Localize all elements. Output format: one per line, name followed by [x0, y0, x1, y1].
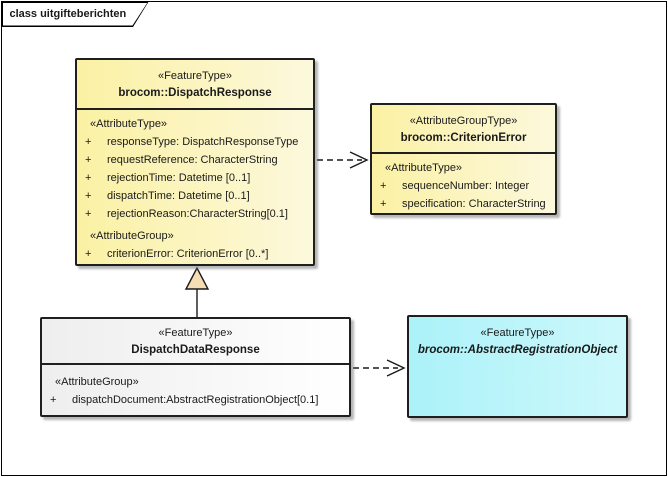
attribute-row: + requestReference: CharacterString: [77, 151, 313, 169]
diagram-title-tab-inner: class uitgifteberichten: [3, 3, 148, 26]
attribute-text: sequenceNumber: Integer: [402, 180, 530, 192]
attribute-row: + dispatchDocument:AbstractRegistrationO…: [42, 391, 349, 409]
class-stereotype: «FeatureType»: [158, 70, 232, 82]
generalization-triangle-icon: [184, 266, 210, 290]
open-arrowhead-icon: [349, 151, 369, 169]
attribute-text: requestReference: CharacterString: [107, 154, 278, 166]
dependency-arrow-criterion-error[interactable]: [317, 151, 369, 169]
class-attributes-compartment: «AttributeType» + sequenceNumber: Intege…: [372, 160, 555, 213]
attribute-row: + responseType: DispatchResponseType: [77, 133, 313, 151]
attribute-text: dispatchTime: Datetime [0..1]: [107, 190, 250, 202]
class-dispatch-data-response[interactable]: «FeatureType» DispatchDataResponse «Attr…: [40, 317, 351, 417]
class-name: brocom::DispatchResponse: [118, 87, 272, 99]
section-stereotype: «AttributeGroup»: [55, 376, 139, 388]
attribute-row: + criterionError: CriterionError [0..*]: [77, 245, 313, 263]
section-stereotype: «AttributeGroup»: [90, 230, 174, 242]
visibility-marker: +: [85, 208, 92, 220]
attribute-row: + specification: CharacterString: [372, 195, 555, 213]
section-stereotype: «AttributeType»: [385, 162, 463, 174]
attribute-text: responseType: DispatchResponseType: [107, 136, 299, 148]
visibility-marker: +: [380, 198, 387, 210]
class-header: «FeatureType» brocom::AbstractRegistrati…: [409, 317, 626, 358]
section-stereotype: «AttributeType»: [90, 118, 168, 130]
attribute-text: specification: CharacterString: [402, 198, 546, 210]
attribute-text: rejectionReason:CharacterString[0.1]: [107, 208, 288, 220]
class-header: «AttributeGroupType» brocom::CriterionEr…: [372, 105, 555, 154]
open-arrowhead-icon: [386, 359, 406, 377]
class-attributes-compartment: «AttributeGroup» + dispatchDocument:Abst…: [42, 374, 349, 409]
generalization-connector[interactable]: [184, 266, 210, 317]
attribute-text: rejectionTime: Datetime [0..1]: [107, 172, 251, 184]
visibility-marker: +: [85, 136, 92, 148]
diagram-title: class uitgifteberichten: [9, 8, 127, 20]
attribute-text: dispatchDocument:AbstractRegistrationObj…: [72, 394, 319, 406]
attribute-text: criterionError: CriterionError [0..*]: [107, 248, 269, 260]
attribute-row: + sequenceNumber: Integer: [372, 177, 555, 195]
class-header: «FeatureType» DispatchDataResponse: [42, 319, 349, 365]
visibility-marker: +: [85, 190, 92, 202]
class-name: brocom::AbstractRegistrationObject: [417, 344, 618, 356]
class-stereotype: «FeatureType»: [158, 327, 233, 339]
class-criterion-error[interactable]: «AttributeGroupType» brocom::CriterionEr…: [370, 103, 557, 215]
dependency-arrow-dispatch-document[interactable]: [353, 359, 406, 377]
diagram-title-tab: class uitgifteberichten: [1, 1, 149, 27]
attribute-row: + dispatchTime: Datetime [0..1]: [77, 187, 313, 205]
class-name: brocom::CriterionError: [400, 132, 527, 144]
class-abstract-registration-object[interactable]: «FeatureType» brocom::AbstractRegistrati…: [407, 315, 628, 418]
class-attributes-compartment: «AttributeType» + responseType: Dispatch…: [77, 116, 313, 263]
attribute-row: + rejectionTime: Datetime [0..1]: [77, 169, 313, 187]
class-stereotype: «AttributeGroupType»: [409, 115, 518, 127]
attribute-row: + rejectionReason:CharacterString[0.1]: [77, 205, 313, 223]
visibility-marker: +: [85, 154, 92, 166]
visibility-marker: +: [50, 394, 57, 406]
class-header: «FeatureType» brocom::DispatchResponse: [77, 60, 313, 110]
visibility-marker: +: [85, 172, 92, 184]
class-dispatch-response[interactable]: «FeatureType» brocom::DispatchResponse «…: [75, 58, 315, 266]
visibility-marker: +: [85, 248, 92, 260]
class-name: DispatchDataResponse: [131, 344, 260, 356]
class-stereotype: «FeatureType»: [480, 327, 555, 339]
visibility-marker: +: [380, 180, 387, 192]
